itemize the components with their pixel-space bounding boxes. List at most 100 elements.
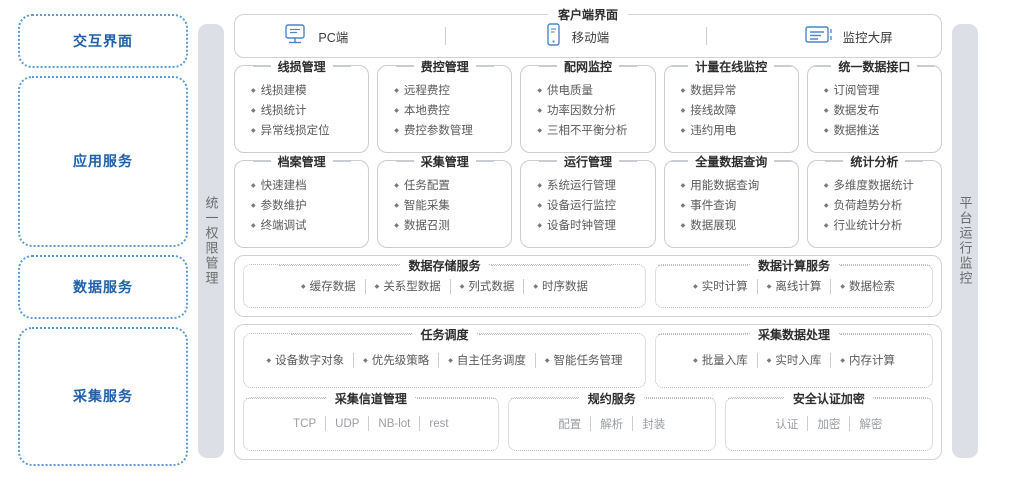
card-item[interactable]: 接线故障 (681, 102, 798, 122)
title-rule-right (774, 66, 793, 67)
service-group[interactable]: 安全认证加密认证 加密 解密 (724, 389, 933, 451)
card-item[interactable]: 数据展现 (681, 217, 798, 237)
service-chip[interactable]: 缓存数据 (292, 278, 365, 294)
service-group[interactable]: 数据存储服务缓存数据关系型数据列式数据时序数据 (243, 257, 647, 308)
service-chip[interactable]: 自主任务调度 (439, 352, 535, 368)
group-rule-left (658, 334, 749, 335)
card-item-list: 订阅管理数据发布数据推送 (808, 82, 941, 142)
group-title-decoration: 安全认证加密 (726, 389, 932, 407)
card-item[interactable]: 多维度数据统计 (824, 177, 941, 197)
service-chip[interactable]: 优先级策略 (354, 352, 438, 368)
card-item[interactable]: 数据发布 (824, 102, 941, 122)
card-item[interactable]: 智能采集 (394, 197, 511, 217)
service-chip[interactable]: 数据检索 (831, 278, 904, 294)
app-card[interactable]: 线损管理线损建模线损统计异常线损定位 (234, 58, 370, 153)
app-card[interactable]: 统计分析多维度数据统计负荷趋势分析行业统计分析 (806, 153, 943, 248)
card-item-list: 数据异常接线故障违约用电 (665, 82, 798, 142)
service-group[interactable]: 采集数据处理批量入库实时入库内存计算 (655, 326, 933, 388)
service-chip[interactable]: 实时计算 (684, 278, 757, 294)
service-chip[interactable]: 离线计算 (758, 278, 831, 294)
service-group[interactable]: 数据计算服务实时计算离线计算数据检索 (655, 257, 933, 308)
app-card[interactable]: 费控管理远程费控本地费控费控参数管理 (377, 58, 513, 153)
group-rule-left (278, 265, 399, 266)
card-item[interactable]: 线损统计 (251, 102, 368, 122)
app-card[interactable]: 采集管理任务配置智能采集数据召测 (377, 153, 513, 248)
service-chip[interactable]: rest (429, 417, 449, 430)
layer-collection[interactable]: 采集服务 (18, 326, 188, 467)
app-card[interactable]: 全量数据查询用能数据查询事件查询数据展现 (663, 153, 799, 248)
service-chip[interactable]: TCP (293, 417, 317, 430)
group-rule-right (840, 334, 930, 335)
group-title-decoration: 规约服务 (509, 389, 715, 407)
card-item[interactable]: 参数维护 (251, 197, 368, 217)
client-item-dashboard[interactable]: 监控大屏 (804, 23, 893, 50)
card-title-decoration: 统计分析 (808, 153, 941, 170)
service-chip[interactable]: 封装 (642, 418, 666, 431)
card-title: 费控管理 (413, 58, 476, 75)
card-item[interactable]: 三相不平衡分析 (537, 122, 654, 142)
service-chip[interactable]: UDP (335, 417, 360, 430)
card-item[interactable]: 功率因数分析 (537, 102, 654, 122)
service-chip[interactable]: 认证 (775, 418, 799, 431)
title-rule-left (252, 161, 271, 162)
card-item[interactable]: 用能数据查询 (681, 177, 798, 197)
service-chip[interactable]: 加密 (817, 418, 841, 431)
card-item[interactable]: 数据推送 (824, 122, 941, 142)
card-item[interactable]: 数据异常 (681, 82, 798, 102)
app-card[interactable]: 计量在线监控数据异常接线故障违约用电 (663, 58, 799, 153)
client-item-mobile[interactable]: 移动端 (543, 22, 609, 51)
card-item[interactable]: 任务配置 (394, 177, 511, 197)
service-chip[interactable]: 配置 (558, 418, 582, 431)
card-item[interactable]: 供电质量 (537, 82, 654, 102)
app-card[interactable]: 统一数据接口订阅管理数据发布数据推送 (806, 58, 943, 153)
group-title: 规约服务 (579, 389, 644, 407)
card-item[interactable]: 终端调试 (251, 217, 368, 237)
layer-application[interactable]: 应用服务 (18, 76, 188, 247)
service-group[interactable]: 任务调度设备数字对象优先级策略自主任务调度智能任务管理 (243, 326, 647, 388)
client-item-pc[interactable]: PC端 (283, 23, 348, 50)
card-item-list: 系统运行管理设备运行监控设备时钟管理 (521, 177, 654, 237)
card-item[interactable]: 设备运行监控 (537, 197, 654, 217)
app-card[interactable]: 档案管理快速建档参数维护终端调试 (234, 153, 370, 248)
service-chip[interactable]: 关系型数据 (366, 278, 450, 294)
service-chip[interactable]: 批量入库 (684, 352, 757, 368)
card-item[interactable]: 负荷趋势分析 (824, 197, 941, 217)
service-chip[interactable]: 列式数据 (451, 278, 524, 294)
service-chip[interactable]: 解析 (600, 418, 624, 431)
card-title-decoration: 计量在线监控 (665, 58, 798, 75)
card-item[interactable]: 违约用电 (681, 122, 798, 142)
card-item[interactable]: 本地费控 (394, 102, 511, 122)
chip-list: 配置 解析 封装 (517, 416, 707, 432)
card-item[interactable]: 费控参数管理 (394, 122, 511, 142)
service-chip[interactable]: 实时入库 (758, 352, 831, 368)
card-item[interactable]: 快速建档 (251, 177, 368, 197)
card-title: 计量在线监控 (688, 58, 775, 75)
card-item[interactable]: 线损建模 (251, 82, 368, 102)
app-card[interactable]: 配网监控供电质量功率因数分析三相不平衡分析 (520, 58, 656, 153)
service-group[interactable]: 规约服务配置 解析 封装 (507, 389, 716, 451)
card-item[interactable]: 异常线损定位 (251, 122, 368, 142)
card-item[interactable]: 行业统计分析 (824, 217, 941, 237)
card-item-list: 用能数据查询事件查询数据展现 (665, 177, 798, 237)
card-item[interactable]: 订阅管理 (824, 82, 941, 102)
platform-monitoring-bar[interactable]: 平台运行监控 (952, 24, 978, 458)
card-item[interactable]: 事件查询 (681, 197, 798, 217)
service-chip[interactable]: 内存计算 (831, 352, 904, 368)
layer-interactive[interactable]: 交互界面 (18, 14, 188, 69)
unified-permission-bar[interactable]: 统一权限管理 (198, 24, 224, 458)
service-chip[interactable]: 时序数据 (524, 278, 597, 294)
app-card[interactable]: 运行管理系统运行管理设备运行监控设备时钟管理 (520, 153, 656, 248)
service-chip[interactable]: 解密 (859, 418, 883, 431)
card-item[interactable]: 数据召测 (394, 217, 511, 237)
card-item[interactable]: 设备时钟管理 (537, 217, 654, 237)
service-chip[interactable]: 设备数字对象 (258, 352, 354, 368)
group-rule-left (727, 397, 783, 399)
service-chip[interactable]: 智能任务管理 (536, 352, 632, 368)
card-item[interactable]: 远程费控 (394, 82, 511, 102)
service-chip[interactable]: NB-lot (378, 417, 411, 430)
card-title-decoration: 档案管理 (235, 153, 368, 170)
card-item[interactable]: 系统运行管理 (537, 177, 654, 197)
layer-data[interactable]: 数据服务 (18, 254, 188, 319)
